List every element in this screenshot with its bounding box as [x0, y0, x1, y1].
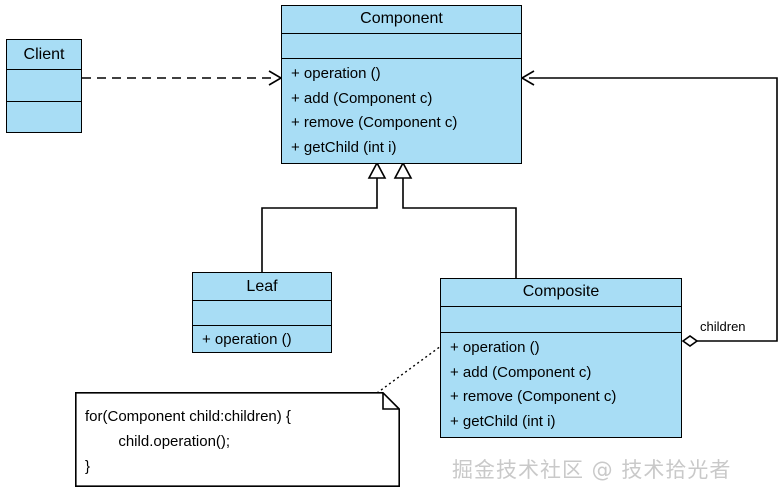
- edge-leaf-to-component: [261, 161, 387, 272]
- note-outline: [75, 392, 400, 487]
- operation-item: + add (Component c): [291, 89, 433, 107]
- edge-composite-to-component: [393, 161, 517, 278]
- operation-item: + operation (): [202, 330, 292, 348]
- class-attributes-composite: [441, 305, 681, 332]
- class-box-leaf[interactable]: Leaf + operation (): [192, 272, 332, 353]
- operation-item: + add (Component c): [450, 363, 592, 381]
- note-code-text: for(Component child:children) { child.op…: [85, 408, 291, 475]
- note-box-composite-operation[interactable]: for(Component child:children) { child.op…: [75, 392, 400, 487]
- edge-client-to-component: [82, 70, 283, 86]
- operation-item: + operation (): [450, 339, 540, 356]
- open-diamond-head: [681, 335, 699, 347]
- hollow-triangle-head-composite: [393, 161, 413, 179]
- operation-item: + remove (Component c): [291, 114, 458, 131]
- class-attributes-leaf: [193, 300, 331, 325]
- operation-item: + getChild (int i): [291, 138, 397, 156]
- class-box-component[interactable]: Component + operation () + add (Componen…: [281, 5, 522, 164]
- class-operations-composite: + operation () + add (Component c) + rem…: [441, 332, 681, 437]
- aggregation-arrow-head: [520, 70, 535, 86]
- note-shape: [75, 392, 400, 487]
- class-operations-component: + operation () + add (Component c) + rem…: [282, 58, 521, 163]
- class-box-client[interactable]: Client: [6, 39, 82, 133]
- operation-item: + remove (Component c): [450, 388, 617, 405]
- class-attributes-component: [282, 32, 521, 58]
- edge-note-anchor: [376, 345, 442, 394]
- note-anchor-dotted-line: [376, 345, 442, 394]
- watermark-text: 掘金技术社区 @ 技术拾光者: [452, 458, 732, 482]
- edge-label-children: children: [700, 319, 746, 334]
- operation-item: + operation (): [291, 65, 381, 82]
- open-arrow-head: [268, 70, 283, 86]
- class-name-client: Client: [7, 40, 81, 69]
- class-name-leaf: Leaf: [193, 273, 331, 300]
- note-fold-corner: [382, 392, 400, 410]
- class-operations-client: [7, 101, 81, 132]
- class-attributes-client: [7, 69, 81, 101]
- class-name-composite: Composite: [441, 279, 681, 306]
- hollow-triangle-head-leaf: [367, 161, 387, 179]
- class-name-component: Component: [282, 6, 521, 33]
- operation-item: + getChild (int i): [450, 412, 556, 430]
- generalization-line-composite: [402, 178, 517, 278]
- class-operations-leaf: + operation (): [193, 325, 331, 352]
- class-box-composite[interactable]: Composite + operation () + add (Componen…: [440, 278, 682, 438]
- generalization-line-leaf: [261, 178, 378, 272]
